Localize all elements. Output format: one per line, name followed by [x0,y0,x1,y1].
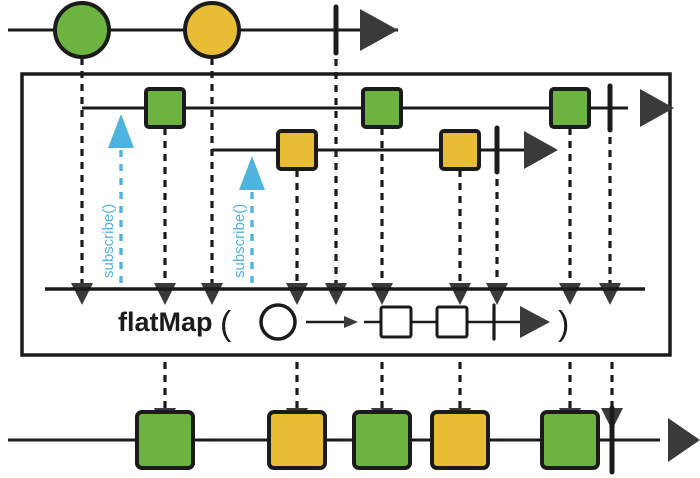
output-marble-1[interactable] [267,410,327,470]
inner-marble-0-0[interactable] [144,87,186,129]
output-timeline-group [8,405,700,475]
operator-signature-group: flatMap() [118,303,569,343]
inner-connector-arrow-5 [449,283,471,305]
source-connector-arrow-0 [71,283,93,305]
source-connector-arrow-1 [201,283,223,305]
inner-connector-arrow-6 [486,283,508,305]
operator-frame-rect [20,72,672,357]
inner-marble-0-1[interactable] [361,87,403,129]
subscribe-label-1: subscribe() [100,204,117,278]
subscribe-label-2: subscribe() [231,204,248,278]
operator-frame-group [20,72,672,357]
signature-map-arrow-head [344,316,358,328]
signature-inner-square-0 [379,305,413,339]
inner-end-arrow-0 [640,89,674,127]
subscribe-arrow-1 [239,156,265,190]
inner-marble-0-2[interactable] [549,87,591,129]
output-end-arrow [668,418,700,462]
source-connector-arrow-2 [325,283,347,305]
operator-name-label: flatMap [118,307,213,337]
output-marble-0[interactable] [135,410,195,470]
signature-source-circle [259,303,297,341]
signature-inner-square-1 [435,305,469,339]
source-end-arrow [360,9,398,51]
output-marble-4[interactable] [540,410,600,470]
source-timeline-group [8,1,398,59]
subscribe-labels-group: subscribe() subscribe() [100,204,248,278]
signature-end-arrow [520,306,550,338]
output-marble-2[interactable] [352,410,412,470]
output-marble-3[interactable] [430,410,490,470]
inner-connector-arrow-0 [154,283,176,305]
inner-marble-1-0[interactable] [276,129,318,171]
inner-end-arrow-1 [524,131,558,169]
inner-connector-arrow-2 [559,283,581,305]
inner-connector-arrow-1 [371,283,393,305]
close-paren: ) [558,305,569,343]
subscribe-arrow-0 [108,114,134,148]
inner-connector-arrow-4 [286,283,308,305]
source-marble-1[interactable] [183,1,241,59]
inner-timelines-group [82,83,674,190]
open-paren: ( [220,305,232,343]
source-marble-0[interactable] [53,1,111,59]
inner-connector-arrow-3 [599,283,621,305]
inner-marble-1-1[interactable] [439,129,481,171]
